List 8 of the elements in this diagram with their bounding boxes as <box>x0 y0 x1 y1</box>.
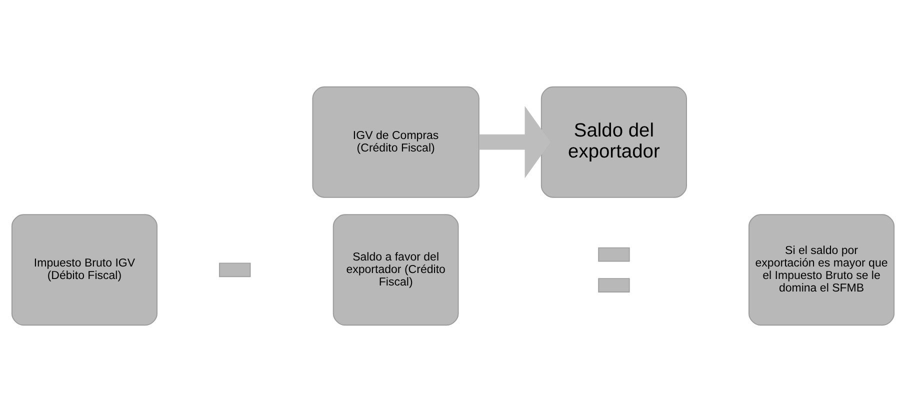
node-box: Impuesto Bruto IGV (Débito Fiscal) <box>11 214 158 326</box>
node-box: IGV de Compras (Crédito Fiscal) <box>312 86 480 198</box>
node-box: Saldo a favor del exportador (Crédito Fiscal) <box>332 214 459 326</box>
node-bar <box>598 247 630 262</box>
node-box: Si el saldo por exportación es mayor que el Impuesto Bruto se le domina el SFMB <box>748 214 895 326</box>
node-box: Saldo del exportador <box>540 86 687 198</box>
node-bar <box>598 278 630 292</box>
node-bar <box>219 262 251 278</box>
